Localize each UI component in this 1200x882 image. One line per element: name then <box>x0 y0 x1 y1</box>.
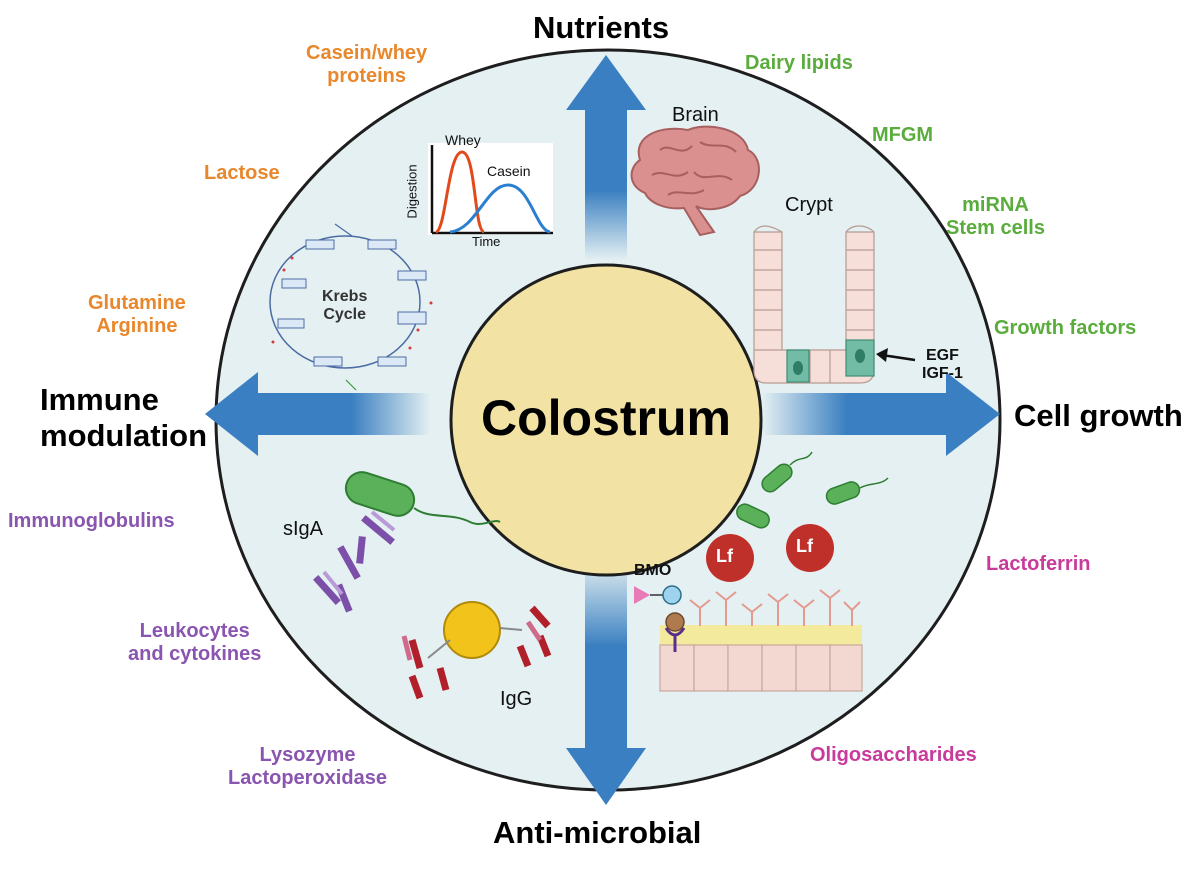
egf-pointer-arrow <box>881 353 916 362</box>
lf-circle-1 <box>706 534 754 582</box>
label-lf-2: Lf <box>796 536 813 556</box>
plot-ylabel-digestion: Digestion <box>404 164 420 219</box>
axis-label-immune-modulation: Immune modulation <box>40 382 208 453</box>
label-leukocytes-cytokines: Leukocytes and cytokines <box>128 620 262 665</box>
label-krebs-cycle: Krebs Cycle <box>322 288 368 324</box>
label-glutamine-arginine: Glutamine Arginine <box>88 292 186 337</box>
label-mfgm: MFGM <box>872 124 934 146</box>
bacteria-group <box>736 451 889 529</box>
arrow-right <box>762 372 1000 456</box>
plot-label-casein: Casein <box>487 163 531 179</box>
egf-pointer-head <box>876 348 888 362</box>
label-immunoglobulins: Immunoglobulins <box>8 510 175 532</box>
label-oligosaccharides: Oligosaccharides <box>810 744 977 766</box>
krebs-cycle <box>269 223 427 391</box>
axis-label-cell-growth: Cell growth <box>1014 398 1183 433</box>
label-dairy-lipids: Dairy lipids <box>745 52 853 74</box>
center-label: Colostrum <box>481 390 731 446</box>
label-lactose: Lactose <box>204 162 280 184</box>
axis-label-anti-microbial: Anti-microbial <box>493 815 702 850</box>
label-lf-1: Lf <box>716 546 733 566</box>
arrow-left <box>205 372 430 456</box>
label-lactoferrin: Lactoferrin <box>986 553 1091 575</box>
epithelium-illustration <box>634 585 863 692</box>
arrow-up <box>566 55 646 260</box>
plot-label-whey: Whey <box>445 132 481 148</box>
label-igg: IgG <box>500 688 533 710</box>
label-mirna-stem-cells: miRNA Stem cells <box>946 194 1045 239</box>
label-growth-factors: Growth factors <box>994 317 1137 339</box>
plot-xlabel-time: Time <box>472 234 501 249</box>
label-lysozyme-lactoperoxidase: Lysozyme Lactoperoxidase <box>228 744 387 789</box>
label-bmo: BMO <box>634 562 672 579</box>
axis-label-nutrients: Nutrients <box>533 10 670 45</box>
label-casein-whey: Casein/whey proteins <box>306 42 428 87</box>
center-circle <box>449 263 763 577</box>
igg-illustration <box>401 601 552 700</box>
krebs-cofactors <box>271 256 433 350</box>
arrow-down <box>566 560 646 805</box>
label-crypt: Crypt <box>785 194 833 216</box>
digestion-plot <box>428 143 553 235</box>
lf-circle-2 <box>786 524 834 572</box>
siga-illustration <box>313 471 501 613</box>
label-siga: sIgA <box>283 518 324 540</box>
crypt-illustration <box>753 225 875 384</box>
label-egf-igf1: EGF IGF-1 <box>922 347 963 383</box>
brain-illustration <box>630 125 760 237</box>
label-brain: Brain <box>672 104 719 126</box>
